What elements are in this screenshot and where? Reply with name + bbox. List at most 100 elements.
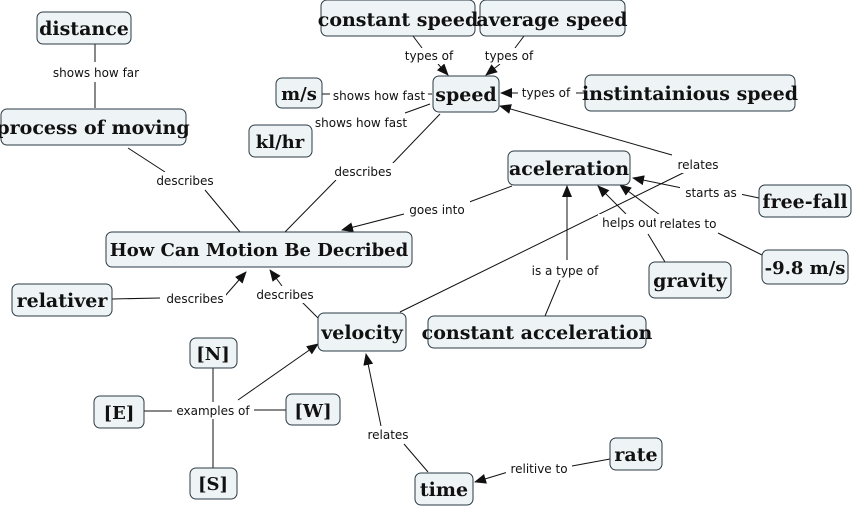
svg-text:[E]: [E] bbox=[104, 403, 135, 424]
svg-text:shows how fast: shows how fast bbox=[333, 89, 425, 103]
concept-neg-9-8[interactable]: -9.8 m/s bbox=[761, 249, 849, 285]
svg-text:types of: types of bbox=[485, 49, 534, 63]
link-label-helps-out: helps out bbox=[598, 214, 662, 231]
concept-direction-s[interactable]: [S] bbox=[189, 467, 238, 500]
svg-text:relates: relates bbox=[367, 428, 408, 442]
edge-typesof-speed-2 bbox=[485, 63, 501, 76]
concept-speed[interactable]: speed bbox=[432, 75, 500, 113]
edge-rate-relitiveto bbox=[571, 458, 611, 467]
svg-text:[W]: [W] bbox=[294, 401, 331, 422]
svg-text:relitive to: relitive to bbox=[510, 462, 567, 476]
svg-text:relates: relates bbox=[677, 158, 718, 172]
edge-velocity-relates bbox=[399, 171, 686, 313]
edge-acel-goesinto bbox=[463, 185, 513, 205]
edge-time-relates bbox=[403, 443, 429, 473]
concept-klhr[interactable]: kl/hr bbox=[248, 124, 313, 158]
svg-text:types of: types of bbox=[522, 86, 571, 100]
svg-text:free-fall: free-fall bbox=[762, 191, 847, 213]
concept-process-of-moving[interactable]: process of moving bbox=[0, 108, 190, 146]
svg-text:instintainious speed: instintainious speed bbox=[582, 83, 798, 105]
svg-text:kl/hr: kl/hr bbox=[256, 132, 305, 153]
edge-freefall-startsas bbox=[739, 193, 760, 199]
concept-direction-e[interactable]: [E] bbox=[93, 395, 145, 429]
svg-text:gravity: gravity bbox=[653, 270, 728, 292]
svg-text:m/s: m/s bbox=[281, 84, 317, 105]
edge-relatesto-acel bbox=[619, 184, 661, 216]
link-label-starts-as: starts as bbox=[680, 184, 742, 201]
edge-velocity-describes bbox=[301, 301, 319, 319]
svg-text:goes into: goes into bbox=[409, 203, 464, 217]
svg-text:constant speed: constant speed bbox=[318, 9, 479, 31]
svg-text:average speed: average speed bbox=[476, 9, 627, 31]
concept-instantaneous-speed[interactable]: instintainious speed bbox=[582, 74, 798, 112]
svg-text:starts as: starts as bbox=[685, 186, 737, 200]
svg-text:-9.8 m/s: -9.8 m/s bbox=[765, 258, 846, 279]
svg-text:[N]: [N] bbox=[196, 344, 230, 365]
link-label-describes: describes bbox=[152, 172, 218, 189]
concept-direction-n[interactable]: [N] bbox=[189, 337, 238, 369]
svg-text:speed: speed bbox=[435, 84, 496, 106]
concept-free-fall[interactable]: free-fall bbox=[758, 184, 852, 218]
concept-average-speed[interactable]: average speed bbox=[476, 0, 628, 37]
link-label-shows-how-far: shows how far bbox=[48, 64, 144, 81]
edge-showshowfast-speed-2 bbox=[404, 103, 431, 114]
link-labels: shows how far types of types of types of… bbox=[48, 48, 742, 477]
link-label-relates: relates bbox=[674, 156, 722, 173]
svg-text:rate: rate bbox=[614, 444, 657, 466]
edge-describes-howcan-3 bbox=[269, 269, 283, 287]
concept-constant-speed[interactable]: constant speed bbox=[318, 0, 479, 37]
link-label-is-a-type-of: is a type of bbox=[526, 262, 602, 279]
svg-text:relativer: relativer bbox=[17, 290, 109, 312]
svg-text:is a type of: is a type of bbox=[532, 264, 600, 278]
edge-neg98-relatesto bbox=[717, 232, 763, 256]
svg-text:time: time bbox=[420, 479, 468, 501]
concept-constant-acceleration[interactable]: constant acceleration bbox=[422, 315, 653, 349]
link-label-types-of: types of bbox=[481, 48, 537, 64]
concept-direction-w[interactable]: [W] bbox=[285, 393, 341, 426]
edge-process-describes bbox=[127, 147, 166, 173]
svg-text:describes: describes bbox=[334, 165, 391, 179]
svg-text:distance: distance bbox=[39, 18, 129, 40]
svg-text:describes: describes bbox=[166, 292, 223, 306]
edge-gravity-helpsout bbox=[647, 233, 666, 263]
concept-relativer[interactable]: relativer bbox=[11, 283, 113, 317]
link-label-describes: describes bbox=[252, 286, 318, 303]
svg-text:[S]: [S] bbox=[198, 474, 228, 495]
edge-constspeed-typesof bbox=[412, 35, 423, 49]
concept-aceleration[interactable]: aceleration bbox=[507, 150, 631, 186]
link-label-relates: relates bbox=[364, 426, 412, 443]
edge-avgspeed-typesof bbox=[514, 35, 525, 49]
concept-velocity[interactable]: velocity bbox=[317, 312, 407, 352]
concept-rate[interactable]: rate bbox=[609, 437, 663, 471]
svg-text:shows how far: shows how far bbox=[53, 66, 139, 80]
link-label-describes: describes bbox=[330, 163, 396, 180]
edge-howcan-describes bbox=[284, 179, 337, 233]
link-label-goes-into: goes into bbox=[404, 201, 470, 218]
concept-gravity[interactable]: gravity bbox=[648, 261, 732, 299]
edge-relitiveto-time bbox=[474, 471, 509, 484]
svg-text:describes: describes bbox=[256, 288, 313, 302]
edge-startsas-acel bbox=[632, 175, 683, 189]
concept-ms[interactable]: m/s bbox=[275, 77, 323, 109]
concept-distance[interactable]: distance bbox=[36, 11, 132, 45]
link-label-examples-of: examples of bbox=[172, 402, 254, 419]
edge-describes-speed bbox=[391, 113, 441, 165]
link-label-relitive-to: relitive to bbox=[506, 460, 572, 477]
svg-text:How Can Motion Be Decribed: How Can Motion Be Decribed bbox=[110, 240, 409, 261]
concept-how-can-motion-be-decribed[interactable]: How Can Motion Be Decribed bbox=[105, 231, 413, 268]
svg-text:aceleration: aceleration bbox=[509, 158, 629, 180]
svg-text:velocity: velocity bbox=[320, 322, 404, 344]
edge-describes-howcan-2 bbox=[224, 271, 247, 297]
svg-text:describes: describes bbox=[156, 174, 213, 188]
edge-goesinto-howcan bbox=[341, 213, 405, 233]
link-label-describes: describes bbox=[160, 290, 226, 307]
svg-text:process of moving: process of moving bbox=[0, 117, 190, 139]
concept-time[interactable]: time bbox=[414, 472, 474, 506]
edge-relates-velocity bbox=[363, 353, 382, 427]
svg-text:relates to: relates to bbox=[660, 217, 717, 231]
link-label-shows-how-fast: shows how fast bbox=[330, 87, 428, 104]
edge-relativer-describes bbox=[111, 297, 161, 300]
edge-examples-velocity bbox=[237, 343, 319, 401]
link-label-relates-to: relates to bbox=[656, 215, 720, 232]
